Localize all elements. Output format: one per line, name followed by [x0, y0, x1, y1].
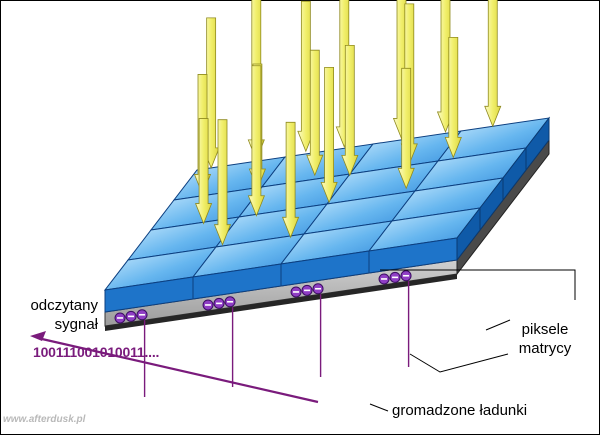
watermark: www.afterdusk.pl	[3, 414, 86, 425]
light-beam-arrow-icon	[341, 44, 359, 177]
light-beam-arrow-icon	[282, 121, 300, 239]
light-beam-arrow-icon	[297, 0, 315, 153]
minus-sign	[315, 287, 322, 290]
pixel-right-side	[456, 206, 481, 262]
minus-sign	[392, 276, 399, 279]
minus-sign	[293, 291, 300, 293]
light-beam-arrow-icon	[444, 37, 462, 159]
minus-sign	[216, 302, 223, 305]
minus-sign	[381, 278, 388, 280]
minus-sign	[403, 274, 410, 277]
minus-sign	[128, 315, 135, 318]
minus-sign	[205, 304, 212, 306]
charges-label: gromadzone ładunki	[392, 402, 528, 419]
pixels-leader-1	[485, 319, 511, 331]
readout-signal-line	[41, 337, 319, 404]
pixels-line-2: matrycy	[518, 340, 572, 357]
light-beam-arrow-icon	[320, 66, 338, 204]
light-beam-arrow-icon	[306, 49, 324, 177]
pixels-line-1: piksele	[521, 321, 569, 338]
read-signal-label: odczytany sygnał	[24, 296, 98, 334]
light-beam-arrow-icon	[213, 119, 232, 246]
signal-arrow-head-icon	[30, 331, 46, 341]
light-beam-arrow-icon	[397, 67, 415, 190]
pixels-leader-2	[409, 353, 509, 373]
minus-sign	[117, 317, 124, 319]
substrate-bottom-shadow	[105, 274, 457, 331]
minus-sign	[227, 300, 234, 303]
minus-sign	[304, 289, 311, 292]
minus-sign	[139, 313, 146, 316]
pixels-label: piksele matrycy	[508, 320, 582, 358]
read-signal-line-1: odczytany	[30, 297, 98, 314]
light-beam-arrow-icon	[247, 65, 265, 217]
pixels-bracket-top	[380, 269, 576, 300]
bitstream-text: 100111001010011....	[33, 344, 160, 360]
charges-leader	[369, 403, 389, 412]
light-beam-arrow-icon	[484, 0, 502, 128]
light-beam-arrow-icon	[195, 118, 213, 225]
read-signal-line-2: sygnał	[54, 316, 98, 333]
